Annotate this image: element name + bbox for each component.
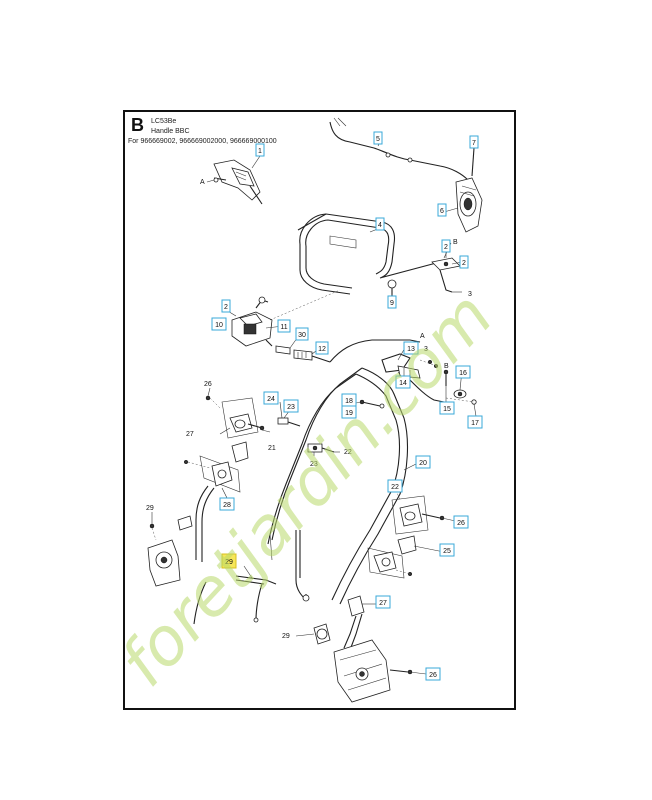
callout-5[interactable]: 5 <box>373 131 383 145</box>
callout-7[interactable]: 7 <box>469 135 479 149</box>
callout-19[interactable]: 19 <box>341 405 357 419</box>
callout-22-left[interactable]: 23 <box>283 399 299 413</box>
callout-28: 29 <box>146 505 154 512</box>
upper-handle <box>297 213 441 295</box>
model-label: LC53Be <box>151 118 177 125</box>
svg-text:6: 6 <box>440 208 444 215</box>
callout-2-right[interactable]: 2 <box>459 255 469 269</box>
svg-text:9: 9 <box>390 300 394 307</box>
svg-text:10: 10 <box>215 322 223 329</box>
callout-17[interactable]: 17 <box>467 415 483 429</box>
callout-26-left[interactable]: 28 <box>219 497 235 511</box>
cable-upper <box>329 117 469 181</box>
callout-22-center: 23 <box>310 461 318 468</box>
svg-text:11: 11 <box>280 324 287 331</box>
bracket-left-bottom <box>147 515 193 587</box>
svg-text:23: 23 <box>287 404 295 411</box>
svg-text:4: 4 <box>378 222 382 229</box>
section-letter: B <box>131 115 144 135</box>
callout-18[interactable]: 18 <box>341 393 357 407</box>
ref-a-right: A <box>420 333 425 340</box>
callout-11[interactable]: 11 <box>277 319 291 333</box>
callout-1[interactable]: 1 <box>255 143 265 157</box>
svg-text:2: 2 <box>444 244 448 251</box>
cable-clips-center <box>277 417 335 453</box>
callout-29-highlighted[interactable]: 29 <box>221 553 237 569</box>
knob-9 <box>387 279 397 298</box>
callout-15[interactable]: 15 <box>439 401 455 415</box>
cable-a-right <box>329 339 439 379</box>
svg-text:2: 2 <box>462 260 466 267</box>
callout-6[interactable]: 6 <box>437 203 447 217</box>
left-pivot-assembly <box>183 395 265 562</box>
cable-b <box>409 369 477 405</box>
handle-bracket-right <box>431 257 464 293</box>
callouts: 5 1 A 7 6 B 4 2 2 3 9 2 10 11 30 12 A 13… <box>146 131 483 681</box>
ref-b-right: B <box>453 239 458 246</box>
callout-21-center: 22 <box>344 449 352 456</box>
callout-23-right[interactable]: 25 <box>439 543 455 557</box>
svg-text:28: 28 <box>223 502 231 509</box>
callout-24-left: 26 <box>204 381 212 388</box>
svg-text:22: 22 <box>391 484 399 491</box>
svg-text:26: 26 <box>429 672 437 679</box>
variants-label: For 966669002, 966669002000, 96666900010… <box>128 138 277 145</box>
callout-21-left: 21 <box>268 445 276 452</box>
control-left <box>213 159 263 205</box>
callout-10[interactable]: 10 <box>211 317 227 331</box>
callout-24-right[interactable]: 26 <box>453 515 469 529</box>
svg-text:27: 27 <box>379 600 387 607</box>
ref-b-lower: B <box>444 363 449 370</box>
callout-14[interactable]: 14 <box>395 375 411 389</box>
svg-text:12: 12 <box>318 346 326 353</box>
svg-text:25: 25 <box>443 548 451 555</box>
callout-25: 27 <box>186 431 194 438</box>
callout-13[interactable]: 13 <box>403 341 419 355</box>
svg-text:24: 24 <box>267 396 275 403</box>
right-pivot-assembly <box>367 485 445 579</box>
control-box <box>231 289 341 347</box>
svg-text:20: 20 <box>419 460 427 467</box>
callout-30[interactable]: 30 <box>295 327 309 341</box>
callout-26-right[interactable]: 26 <box>425 667 441 681</box>
callout-2-top[interactable]: 2 <box>441 239 451 253</box>
lever-right <box>455 147 483 233</box>
callout-27[interactable]: 27 <box>375 595 391 609</box>
svg-text:1: 1 <box>258 148 262 155</box>
ref-a-left: A <box>200 179 205 186</box>
callout-29-lower: 29 <box>282 633 290 640</box>
bolts-18-19 <box>359 399 385 409</box>
callout-20[interactable]: 20 <box>415 455 431 469</box>
rod-29 <box>193 533 277 625</box>
svg-text:19: 19 <box>345 410 353 417</box>
callout-23-left[interactable]: 24 <box>263 391 279 405</box>
callout-16[interactable]: 16 <box>455 365 471 379</box>
callout-2-left[interactable]: 2 <box>221 299 231 313</box>
callout-4[interactable]: 4 <box>375 217 385 231</box>
svg-text:30: 30 <box>298 332 306 339</box>
svg-text:14: 14 <box>399 380 407 387</box>
cable-adjusters <box>275 345 331 363</box>
svg-text:7: 7 <box>472 140 476 147</box>
callout-3-mid: 3 <box>424 346 428 353</box>
deck-bracket <box>313 595 413 703</box>
svg-text:26: 26 <box>457 520 465 527</box>
svg-text:17: 17 <box>471 420 479 427</box>
callout-3-right: 3 <box>468 291 472 298</box>
svg-text:15: 15 <box>443 406 451 413</box>
svg-text:13: 13 <box>407 346 415 353</box>
callout-9[interactable]: 9 <box>387 295 397 309</box>
svg-text:18: 18 <box>345 398 353 405</box>
svg-text:16: 16 <box>459 370 467 377</box>
svg-text:29: 29 <box>225 559 233 566</box>
callout-21-right[interactable]: 22 <box>387 479 403 493</box>
svg-text:5: 5 <box>376 136 380 143</box>
lower-handle <box>267 367 408 605</box>
part-name-label: Handle BBC <box>151 128 190 135</box>
svg-text:2: 2 <box>224 304 228 311</box>
callout-12[interactable]: 12 <box>315 341 329 355</box>
